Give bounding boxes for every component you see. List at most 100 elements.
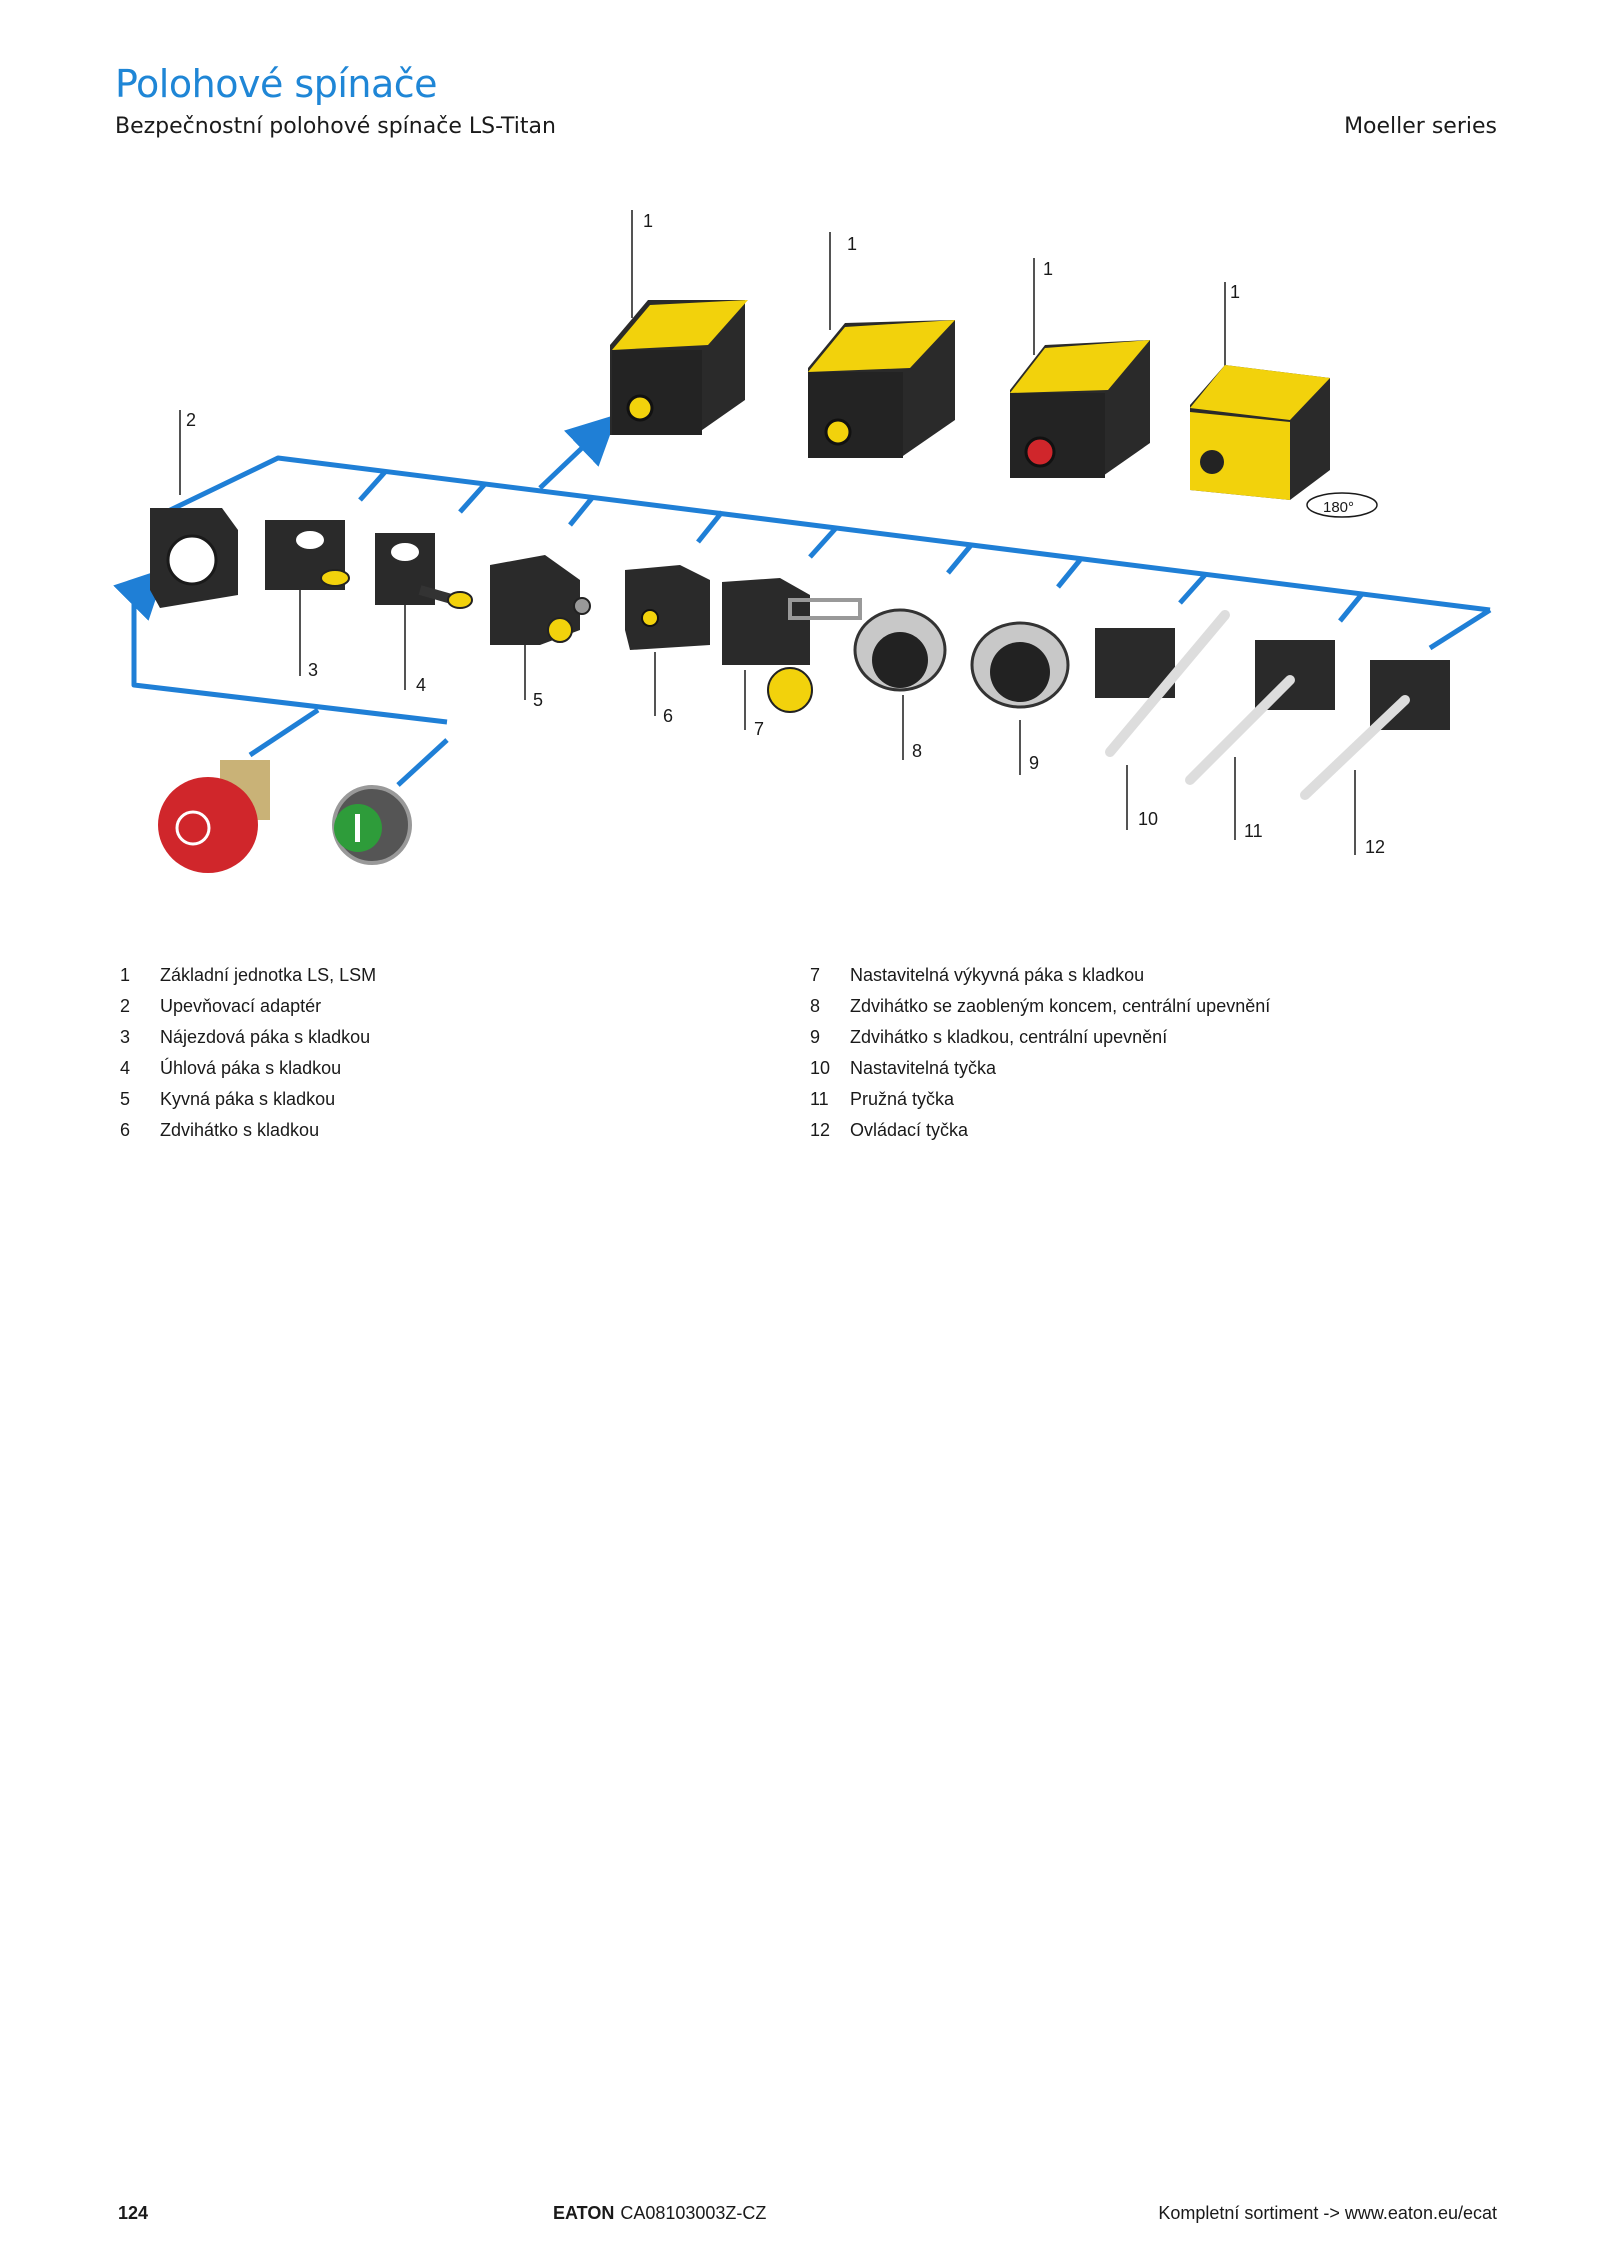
button-branch-left — [248, 707, 320, 758]
callout-9: 9 — [1029, 753, 1039, 773]
legend-text: Zdvihátko se zaobleným koncem, centrální… — [850, 996, 1271, 1016]
arrow-to-adapter — [113, 567, 167, 621]
callout-4: 4 — [416, 675, 426, 695]
base-unit-4 — [1190, 365, 1330, 500]
page-title: Polohové spínače — [115, 62, 438, 106]
legend-number: 10 — [810, 1058, 831, 1078]
series-label: Moeller series — [1344, 114, 1497, 139]
mounting-adapter — [150, 508, 238, 608]
callout-numbers: 1 1 1 1 2 3 4 5 6 7 8 9 10 11 12 — [186, 211, 1385, 857]
emergency-stop-button — [158, 760, 270, 873]
lower-bus-line — [131, 590, 448, 725]
connector-lines — [113, 414, 1492, 787]
product-diagram: 1 1 1 1 2 3 4 5 6 7 8 9 10 11 12 — [113, 210, 1492, 873]
actuator-6 — [625, 565, 710, 650]
bus-branch-7 — [808, 526, 838, 559]
legend-text: Upevňovací adaptér — [160, 996, 322, 1016]
callout-10: 10 — [1138, 809, 1158, 829]
rotation-label: 180° — [1323, 499, 1354, 516]
legend-number: 3 — [120, 1027, 131, 1047]
arrow-to-base-unit — [538, 414, 618, 490]
legend-text: Nastavitelná výkyvná páka s kladkou — [850, 965, 1145, 985]
legend-item: 1 Základní jednotka LS, LSM — [120, 960, 376, 991]
callout-6: 6 — [663, 706, 673, 726]
callout-1c: 1 — [1043, 259, 1053, 279]
callout-12: 12 — [1365, 837, 1385, 857]
legend-item: 4 Úhlová páka s kladkou — [120, 1053, 376, 1084]
bus-branch-12 — [1428, 607, 1492, 651]
legend-item: 12 Ovládací tyčka — [810, 1115, 1270, 1146]
start-pushbutton — [332, 785, 412, 865]
callout-1d: 1 — [1230, 282, 1240, 302]
base-unit-2 — [808, 320, 955, 458]
page-number: 124 — [118, 2203, 149, 2223]
callout-3: 3 — [308, 660, 318, 680]
document-code: CA08103003Z-CZ — [620, 2203, 767, 2223]
legend-number: 9 — [810, 1027, 821, 1047]
callout-1a: 1 — [643, 211, 653, 231]
legend-item: 8 Zdvihátko se zaobleným koncem, centráln… — [810, 991, 1270, 1022]
legend-text: Pružná tyčka — [850, 1089, 955, 1109]
actuator-9 — [970, 621, 1070, 709]
legend-number: 6 — [120, 1120, 131, 1140]
legend-text: Nastavitelná tyčka — [850, 1058, 997, 1078]
bus-branch-8 — [946, 542, 974, 575]
legend-text: Základní jednotka LS, LSM — [160, 965, 377, 985]
legend-number: 8 — [810, 996, 821, 1016]
legend-number: 1 — [120, 965, 131, 985]
callout-5: 5 — [533, 690, 543, 710]
legend-left-column: 1 Základní jednotka LS, LSM 2 Upevňovací a… — [120, 960, 376, 1146]
actuator-12 — [1300, 660, 1450, 800]
callout-11: 11 — [1244, 821, 1263, 841]
legend-text: Ovládací tyčka — [850, 1120, 969, 1140]
bus-branch-4 — [458, 482, 487, 514]
legend-item: 7 Nastavitelná výkyvná páka s kladkou — [810, 960, 1270, 991]
legend-text: Nájezdová páka s kladkou — [160, 1027, 371, 1047]
bus-branch-10 — [1178, 573, 1207, 605]
bus-branch-11 — [1338, 592, 1364, 623]
bus-branch-9 — [1056, 558, 1082, 589]
legend-item: 5 Kyvná páka s kladkou — [120, 1084, 376, 1115]
callout-leaders — [179, 210, 1356, 855]
catalog-link[interactable]: Kompletní sortiment -> www.eaton.eu/ecat — [1158, 2203, 1497, 2223]
callout-8: 8 — [912, 741, 922, 761]
actuator-5 — [490, 555, 591, 645]
actuator-3 — [265, 520, 350, 590]
page-subtitle: Bezpečnostní polohové spínače LS-Titan — [115, 114, 556, 139]
brand-name: EATON — [553, 2203, 615, 2223]
base-unit-1 — [610, 300, 748, 435]
legend-number: 4 — [120, 1058, 131, 1078]
top-bus-line — [158, 455, 1491, 613]
actuator-11 — [1185, 640, 1335, 785]
actuator-10 — [1095, 610, 1230, 757]
legend-item: 2 Upevňovací adaptér — [120, 991, 376, 1022]
actuator-4 — [375, 533, 473, 609]
callout-2: 2 — [186, 410, 196, 430]
legend-number: 2 — [120, 996, 131, 1016]
bus-branch-3 — [358, 470, 387, 502]
legend-item: 9 Zdvihátko s kladkou, centrální upevnění — [810, 1022, 1270, 1053]
bus-branch-6 — [696, 510, 724, 544]
actuator-8 — [853, 608, 947, 692]
legend-number: 5 — [120, 1089, 131, 1109]
bus-branch-5 — [568, 496, 594, 527]
product-overview-figure: 1 1 1 1 2 3 4 5 6 7 8 9 10 11 12 — [0, 0, 1600, 900]
legend-item: 3 Nájezdová páka s kladkou — [120, 1022, 376, 1053]
legend-number: 7 — [810, 965, 821, 985]
legend-item: 6 Zdvihátko s kladkou — [120, 1115, 376, 1146]
legend-number: 12 — [810, 1120, 831, 1140]
callout-1b: 1 — [847, 234, 857, 254]
legend-item: 10 Nastavitelná tyčka — [810, 1053, 1270, 1084]
legend-text: Kyvná páka s kladkou — [160, 1089, 336, 1109]
callout-7: 7 — [754, 719, 764, 739]
button-branch-right — [396, 738, 449, 787]
base-unit-3 — [1010, 340, 1150, 478]
legend-text: Úhlová páka s kladkou — [160, 1058, 342, 1078]
legend-item: 11 Pružná tyčka — [810, 1084, 1270, 1115]
legend-number: 11 — [810, 1089, 829, 1109]
rotation-indicator: 180° — [1306, 492, 1378, 518]
legend-text: Zdvihátko s kladkou — [160, 1120, 320, 1140]
legend-text: Zdvihátko s kladkou, centrální upevnění — [850, 1027, 1168, 1047]
